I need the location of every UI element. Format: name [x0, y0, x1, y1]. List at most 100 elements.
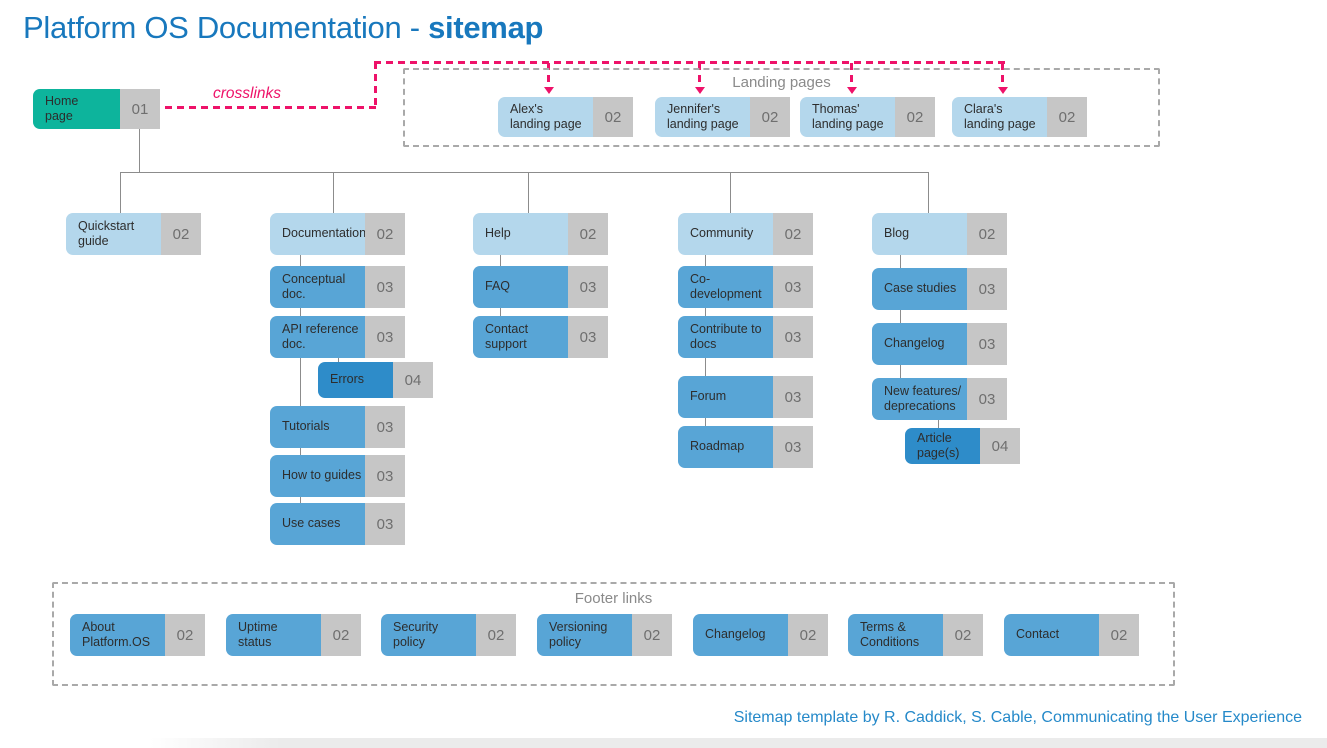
crosslink-line — [165, 106, 377, 109]
node-level-tag: 02 — [632, 614, 672, 656]
node-level-tag: 03 — [773, 376, 813, 418]
node-label: Errors — [318, 362, 393, 398]
node-uptime-status: Uptime status 02 — [226, 614, 361, 656]
connector-line — [300, 308, 301, 316]
connector-line — [705, 418, 706, 426]
node-home-page: Home page 01 — [33, 89, 160, 129]
node-label: Clara's landing page — [952, 97, 1047, 137]
page-title: Platform OS Documentation - sitemap — [23, 10, 543, 46]
node-new-features-deprecations: New features/ deprecations 03 — [872, 378, 1007, 420]
node-level-tag: 03 — [967, 378, 1007, 420]
node-co-development: Co- development 03 — [678, 266, 813, 308]
connector-line — [333, 172, 334, 213]
node-level-tag: 03 — [365, 455, 405, 497]
node-label: Contact support — [473, 316, 568, 358]
node-label: Contact — [1004, 614, 1099, 656]
node-level-tag: 02 — [967, 213, 1007, 255]
node-footer-changelog: Changelog 02 — [693, 614, 828, 656]
connector-line — [300, 255, 301, 266]
node-label: Thomas' landing page — [800, 97, 895, 137]
node-label: New features/ deprecations — [872, 378, 967, 420]
node-label: Alex's landing page — [498, 97, 593, 137]
connector-line — [900, 365, 901, 378]
node-label: Roadmap — [678, 426, 773, 468]
node-api-reference-doc: API reference doc. 03 — [270, 316, 405, 358]
footer-links-group: Footer links — [52, 582, 1175, 686]
node-use-cases: Use cases 03 — [270, 503, 405, 545]
node-level-tag: 02 — [750, 97, 790, 137]
node-label: Versioning policy — [537, 614, 632, 656]
node-security-policy: Security policy 02 — [381, 614, 516, 656]
node-level-tag: 03 — [967, 323, 1007, 365]
node-versioning-policy: Versioning policy 02 — [537, 614, 672, 656]
node-level-tag: 04 — [393, 362, 433, 398]
crosslink-arrowhead-icon — [998, 87, 1008, 94]
node-level-tag: 02 — [568, 213, 608, 255]
node-label: How to guides — [270, 455, 365, 497]
node-level-tag: 02 — [593, 97, 633, 137]
node-label: Conceptual doc. — [270, 266, 365, 308]
page-edge-strip — [0, 738, 1327, 748]
node-help: Help 02 — [473, 213, 608, 255]
node-level-tag: 03 — [365, 266, 405, 308]
node-label: Contribute to docs — [678, 316, 773, 358]
node-level-tag: 03 — [365, 503, 405, 545]
node-quickstart-guide: Quickstart guide 02 — [66, 213, 201, 255]
node-label: Security policy — [381, 614, 476, 656]
node-label: API reference doc. — [270, 316, 365, 358]
node-level-tag: 03 — [773, 316, 813, 358]
node-label: Blog — [872, 213, 967, 255]
crosslinks-label: crosslinks — [213, 85, 282, 102]
footer-links-group-label: Footer links — [574, 590, 653, 607]
node-level-tag: 02 — [773, 213, 813, 255]
landing-pages-group-label: Landing pages — [732, 74, 831, 91]
connector-line — [338, 358, 339, 362]
crosslink-arrow-stem — [698, 63, 701, 87]
node-footer-contact: Contact 02 — [1004, 614, 1139, 656]
node-level-tag: 03 — [365, 406, 405, 448]
connector-line — [900, 310, 901, 323]
node-level-tag: 02 — [1047, 97, 1087, 137]
crosslink-line — [374, 62, 377, 109]
connector-line — [900, 255, 901, 268]
node-level-tag: 03 — [773, 266, 813, 308]
node-how-to-guides: How to guides 03 — [270, 455, 405, 497]
connector-line — [705, 308, 706, 316]
node-label: Community — [678, 213, 773, 255]
credit-text: Sitemap template by R. Caddick, S. Cable… — [733, 709, 1302, 726]
node-label: Changelog — [872, 323, 967, 365]
node-level-tag: 03 — [568, 316, 608, 358]
node-label: Jennifer's landing page — [655, 97, 750, 137]
crosslink-line — [374, 61, 1006, 64]
node-level-tag: 02 — [1099, 614, 1139, 656]
connector-line — [705, 255, 706, 266]
node-label: Uptime status — [226, 614, 321, 656]
connector-line — [730, 172, 731, 213]
node-label: Case studies — [872, 268, 967, 310]
crosslink-arrow-stem — [1001, 63, 1004, 87]
connector-line — [120, 172, 121, 213]
node-roadmap: Roadmap 03 — [678, 426, 813, 468]
node-level-tag: 02 — [365, 213, 405, 255]
node-label: About Platform.OS — [70, 614, 165, 656]
crosslink-arrow-stem — [850, 63, 853, 87]
node-level-tag: 02 — [895, 97, 935, 137]
connector-line — [300, 497, 301, 503]
node-level-tag: 02 — [476, 614, 516, 656]
crosslink-arrowhead-icon — [544, 87, 554, 94]
connector-line — [928, 172, 929, 213]
node-label: Changelog — [693, 614, 788, 656]
landing-pages-group: Landing pages — [403, 68, 1160, 147]
node-label: Tutorials — [270, 406, 365, 448]
node-about-platform-os: About Platform.OS 02 — [70, 614, 205, 656]
node-label: Article page(s) — [905, 428, 980, 464]
node-contribute-to-docs: Contribute to docs 03 — [678, 316, 813, 358]
node-level-tag: 03 — [365, 316, 405, 358]
node-level-tag: 02 — [321, 614, 361, 656]
node-alex-landing-page: Alex's landing page 02 — [498, 97, 633, 137]
connector-line — [120, 172, 929, 173]
node-label: Documentation — [270, 213, 366, 255]
connector-line — [139, 129, 140, 172]
node-label: Terms & Conditions — [848, 614, 943, 656]
node-level-tag: 03 — [773, 426, 813, 468]
